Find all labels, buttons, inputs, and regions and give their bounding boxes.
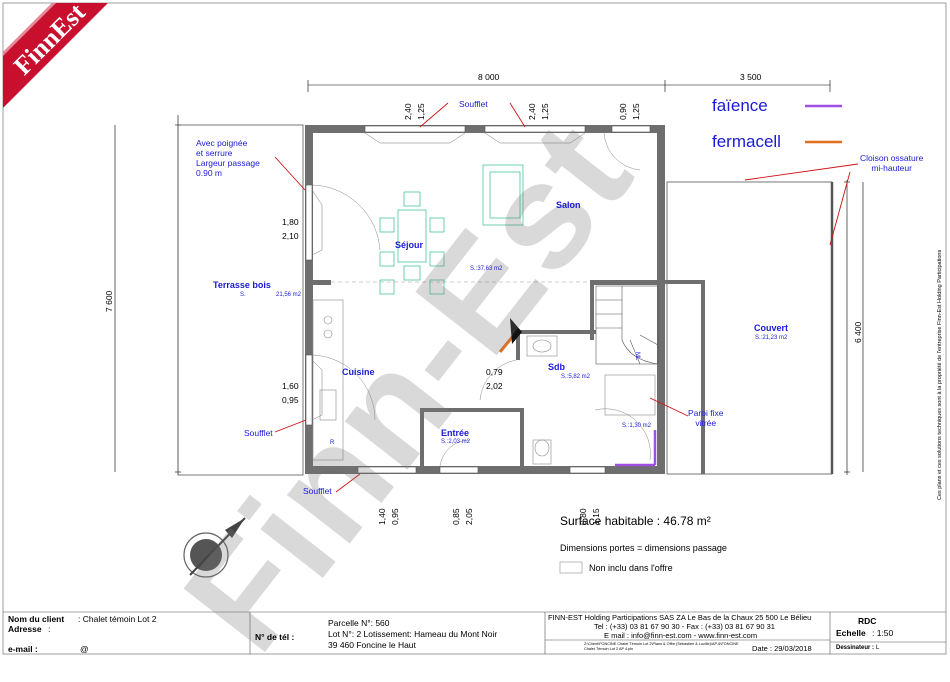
parcelle: Parcelle N°: 560 [328, 618, 390, 628]
dim-sdb-door-a: 0,79 [486, 367, 503, 377]
area-sejour: S.:37,63 m2 [470, 266, 503, 272]
commune: 39 460 Foncine le Haut [328, 640, 416, 650]
area-couvert: S.:21,23 m2 [755, 335, 788, 341]
area-sdb: S.:5,82 m2 [561, 374, 591, 380]
company-line1: FINN-EST Holding Participations SAS ZA L… [548, 613, 812, 622]
dim-win-bottom-1a: 1,40 [377, 508, 387, 525]
client-label: Nom du client [8, 614, 65, 624]
dim-win-left-2a: 1,60 [282, 381, 299, 391]
room-sdb: Sdb [548, 362, 565, 372]
tel-label: N° de tél : [255, 632, 295, 642]
dim-win-top-2b: 1,25 [540, 103, 550, 120]
couvert-outline [666, 181, 833, 475]
dimensions-portes-note: Dimensions portes = dimensions passage [560, 543, 727, 553]
kitchen-counter [312, 299, 344, 461]
dim-win-top-3b: 1,25 [631, 103, 641, 120]
room-cuisine: Cuisine [342, 367, 375, 377]
dim-right-total: 6 400 [853, 321, 863, 343]
area-douche: S.:1,30 m2 [622, 423, 652, 429]
lot: Lot N°: 2 Lotissement: Hameau du Mont No… [328, 629, 498, 639]
sofa [482, 164, 524, 226]
leader-arrows [274, 102, 859, 493]
dim-win-top-3a: 0,90 [618, 103, 628, 120]
area-entree: S.:2,03 m2 [441, 439, 471, 445]
dim-win-left-2b: 0,95 [282, 395, 299, 405]
dim-win-top-2a: 2,40 [527, 103, 537, 120]
dim-win-bottom-2a: 0,85 [451, 508, 461, 525]
area-terrasse: 21,56 m2 [276, 292, 302, 298]
dim-left-total: 7 600 [104, 290, 114, 312]
dim-top-right: 3 500 [740, 72, 762, 82]
email-label: e-mail : [8, 644, 38, 654]
legend-fermacell: fermacell [712, 132, 781, 151]
bathroom-fixtures [526, 335, 656, 465]
non-inclu-swatch [559, 561, 583, 574]
legend-faience: faïence [712, 96, 768, 115]
soufflet-label-top: Soufflet [459, 99, 488, 109]
email-value: @ [80, 644, 89, 654]
windows [305, 125, 651, 474]
dim-win-bottom-1b: 0,95 [390, 508, 400, 525]
north-compass [183, 517, 246, 578]
logo-badge [3, 3, 108, 108]
adresse-value: : [48, 624, 51, 634]
surface-habitable: Surface habitable : 46.78 m² [560, 514, 711, 528]
area-terrasse-prefix: S. [240, 292, 246, 298]
copyright-side-note: Ces plans et ces solutions techniques so… [937, 249, 943, 500]
non-inclu-note: Non inclu dans l'offre [589, 563, 673, 573]
dim-win-left-1a: 1,80 [282, 217, 299, 227]
company-line3: E mail : info@finn-est.com - www.finn-es… [604, 631, 758, 640]
room-entree: Entrée [441, 428, 470, 438]
r-label: R [330, 440, 335, 446]
dim-top-total: 8 000 [478, 72, 500, 82]
door-note: Avec poignée et serrure Largeur passage … [196, 138, 260, 178]
file-path: Z:\Client\FONCINE Chalet Témoin Lot 2\Pl… [584, 642, 739, 651]
terrasse-outline [177, 124, 304, 476]
adresse-label: Adresse [8, 624, 42, 634]
floor-plan [2, 2, 947, 655]
dining-table [379, 191, 445, 295]
soufflet-label-left: Soufflet [244, 428, 273, 438]
soufflet-label-bottom: Soufflet [303, 486, 332, 496]
room-terrasse: Terrasse bois [213, 280, 271, 290]
dim-win-left-1b: 2,10 [282, 231, 299, 241]
room-couvert: Couvert [754, 323, 789, 333]
dessinateur-label: Dessinateur : [836, 645, 875, 651]
dim-win-top-1a: 2,40 [403, 103, 413, 120]
cloison-note: Cloison ossature mi-hauteur [860, 153, 924, 173]
ml-label: ML [634, 352, 640, 361]
echelle-value: : 1:50 [872, 628, 894, 638]
paroi-note: Paroi fixe vitrée [688, 408, 724, 428]
room-salon: Salon [556, 200, 581, 210]
title-block [3, 611, 946, 654]
company-line2: Tel : (+33) 03 81 67 90 30 - Fax : (+33)… [594, 622, 775, 631]
echelle-label: Echelle [836, 628, 866, 638]
date: Date : 29/03/2018 [752, 644, 812, 653]
client-value: : Chalet témoin Lot 2 [78, 614, 157, 624]
dim-win-top-1b: 1,25 [416, 103, 426, 120]
room-sejour: Séjour [395, 240, 424, 250]
dessinateur-value: L [876, 645, 880, 651]
stairs [595, 285, 659, 365]
level-label: RDC [858, 616, 877, 626]
faience-walls [615, 430, 657, 467]
dim-win-bottom-2b: 2,05 [464, 508, 474, 525]
dim-sdb-door-b: 2,02 [486, 381, 503, 391]
